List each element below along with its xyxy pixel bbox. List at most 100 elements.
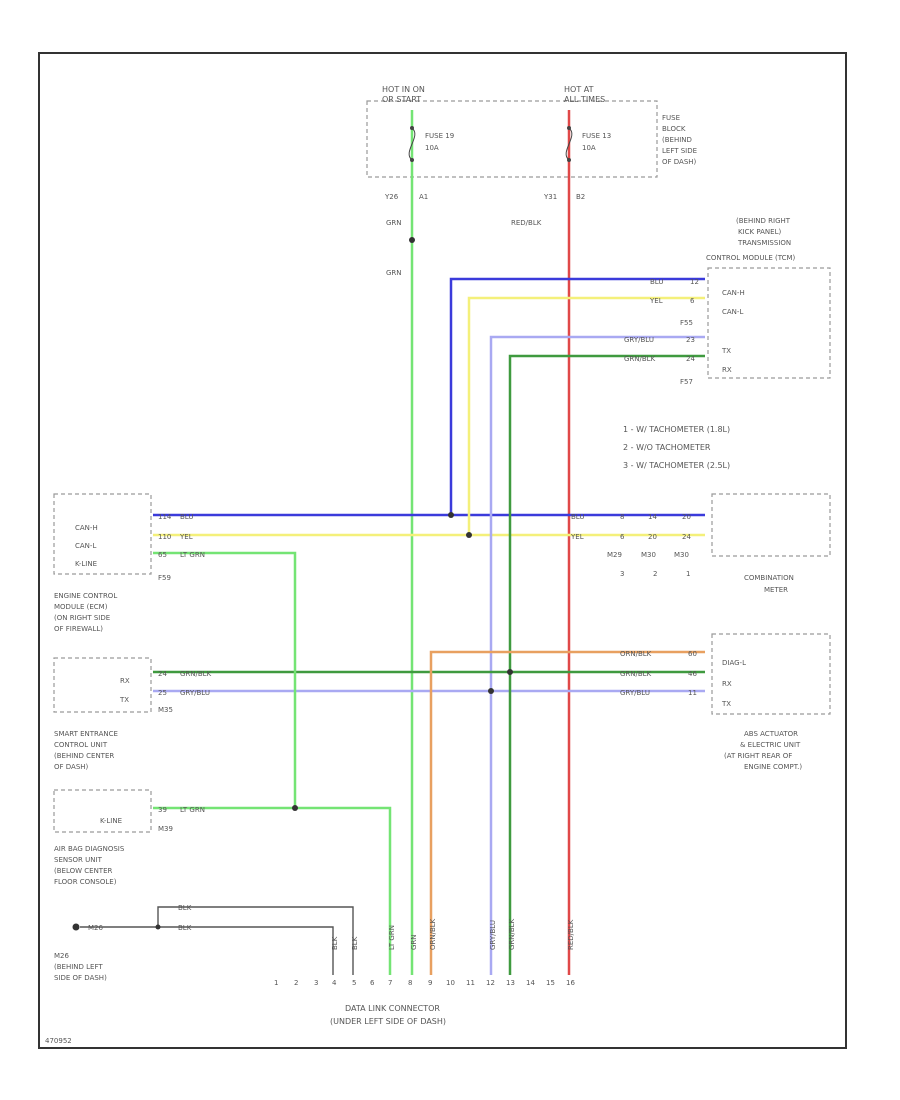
meter-wire-0: BLU — [571, 513, 584, 521]
meter-pin-1-can-h: 20 — [682, 513, 691, 521]
ecm-title-3: OF FIREWALL) — [54, 625, 103, 633]
airbag-title-1: SENSOR UNIT — [54, 856, 103, 864]
pin-label-1a: Y26 — [384, 193, 399, 201]
fuse-block-box — [366, 100, 658, 178]
meter-conn-0: M29 — [607, 551, 622, 559]
pin-label-2a: Y31 — [543, 193, 557, 201]
abs-wire-1: GRN/BLK — [620, 670, 652, 678]
tcm-box — [707, 267, 831, 379]
meter-title-0: COMBINATION — [744, 574, 794, 582]
wire-diag-l — [429, 650, 705, 975]
abs-pin-1: RX — [722, 680, 732, 688]
tcm-pin-2: TX — [721, 347, 731, 355]
fuse-block-title-2: (BEHIND — [662, 136, 692, 144]
airbag-pinnum: 39 — [158, 806, 167, 814]
fuse-block-title-0: FUSE — [662, 114, 680, 122]
ecm-conn: F59 — [158, 574, 171, 582]
meter-conn-1: M30 — [641, 551, 656, 559]
airbag-title-3: FLOOR CONSOLE) — [54, 878, 117, 886]
legend-item-1: 1 - W/ TACHOMETER (1.8L) — [623, 425, 730, 434]
meter-variant-1: 2 — [653, 570, 657, 578]
smart-box — [53, 657, 152, 713]
ecm-pinnum-1: 110 — [158, 533, 171, 541]
fuse-1-label: FUSE 19 — [425, 132, 454, 140]
meter-box — [711, 493, 831, 557]
dlc-pin-9: 9 — [428, 979, 432, 987]
pin-label-1b: A1 — [419, 193, 428, 201]
legend-item-3: 3 - W/ TACHOMETER (2.5L) — [623, 461, 730, 470]
legend-item-2: 2 - W/O TACHOMETER — [623, 443, 711, 452]
tcm-pinnum-0: 12 — [690, 278, 699, 286]
dlc-pin-4: 4 — [332, 979, 337, 987]
meter-wire-1: YEL — [570, 533, 584, 541]
airbag-title-0: AIR BAG DIAGNOSIS — [54, 845, 125, 853]
fuse-block-title-4: OF DASH) — [662, 158, 697, 166]
ecm-wire-2: LT GRN — [180, 551, 205, 559]
dlc-wire-label-2: LT GRN — [388, 925, 396, 950]
ground-wire-2: BLK — [178, 924, 192, 932]
abs-pinnum-1: 46 — [688, 670, 697, 678]
hot-label-2b: ALL TIMES — [564, 95, 605, 104]
tcm-title-0: (BEHIND RIGHT — [736, 217, 791, 225]
dlc-title-1: (UNDER LEFT SIDE OF DASH) — [330, 1017, 446, 1026]
tcm-title-1: KICK PANEL) — [738, 228, 781, 236]
tcm-wire-3: GRN/BLK — [624, 355, 656, 363]
wire-tx-tcm — [489, 335, 705, 975]
meter-pin-1-can-l: 24 — [682, 533, 691, 541]
fuse-1-icon — [408, 110, 416, 180]
smart-pinnum-1: 25 — [158, 689, 167, 697]
abs-pin-2: TX — [721, 700, 731, 708]
pin-label-2b: B2 — [576, 193, 585, 201]
tcm-pin-3: RX — [722, 366, 732, 374]
splice-tx — [488, 688, 494, 694]
wire-label-grn-1: GRN — [386, 219, 402, 227]
ecm-pin-1: CAN-L — [75, 542, 96, 550]
splice-can-h — [448, 512, 454, 518]
abs-wire-0: ORN/BLK — [620, 650, 652, 658]
ecm-pin-0: CAN-H — [75, 524, 98, 532]
meter-pin-2-can-h: 14 — [648, 513, 657, 521]
meter-variant-0: 3 — [620, 570, 624, 578]
dlc-pin-2: 2 — [294, 979, 298, 987]
meter-pin-3-can-l: 6 — [620, 533, 625, 541]
fuse-2-icon — [565, 110, 573, 180]
fuse-2-label: FUSE 13 — [582, 132, 611, 140]
smart-wire-1: GRY/BLU — [180, 689, 210, 697]
wire-can-h-tcm — [449, 277, 705, 515]
meter-title-1: METER — [764, 586, 788, 594]
wire-rx-tcm — [508, 354, 705, 975]
tcm-pin-1: CAN-L — [722, 308, 743, 316]
dlc-pin-1: 1 — [274, 979, 278, 987]
tcm-pinnum-3: 24 — [686, 355, 695, 363]
hot-label-2: HOT AT — [564, 85, 594, 94]
splice-rx — [507, 669, 513, 675]
dlc-pin-8: 8 — [408, 979, 412, 987]
ecm-title-0: ENGINE CONTROL — [54, 592, 117, 600]
wire-ground-2 — [80, 926, 334, 975]
tcm-pin-0: CAN-H — [722, 289, 745, 297]
smart-pinnum-0: 24 — [158, 670, 167, 678]
ground-title-1: (BEHIND LEFT — [54, 963, 103, 971]
wire-ground-1 — [157, 906, 354, 975]
dlc-pin-13: 13 — [506, 979, 515, 987]
dlc-pin-14: 14 — [526, 979, 535, 987]
meter-conn-2: M30 — [674, 551, 689, 559]
splice-can-l — [466, 532, 472, 538]
ground-terminal — [72, 923, 80, 931]
splice-k-line — [292, 805, 298, 811]
dlc-pin-10: 10 — [446, 979, 455, 987]
abs-pinnum-0: 60 — [688, 650, 697, 658]
dlc-title-0: DATA LINK CONNECTOR — [345, 1004, 440, 1013]
tcm-title-2: TRANSMISSION — [737, 239, 791, 247]
wire-k-line-airbag — [153, 806, 392, 975]
ecm-title-1: MODULE (ECM) — [54, 603, 108, 611]
tcm-conn-0: F55 — [680, 319, 693, 327]
tcm-wire-2: GRY/BLU — [624, 336, 654, 344]
smart-pin-1: TX — [119, 696, 129, 704]
smart-title-0: SMART ENTRANCE — [54, 730, 118, 738]
wire-label-red-blk: RED/BLK — [511, 219, 542, 227]
abs-title-2: (AT RIGHT REAR OF — [724, 752, 792, 760]
ground-title-2: SIDE OF DASH) — [54, 974, 107, 982]
dlc-wire-label-0: BLK — [331, 936, 339, 950]
fuse-block-title-3: LEFT SIDE — [662, 147, 697, 155]
